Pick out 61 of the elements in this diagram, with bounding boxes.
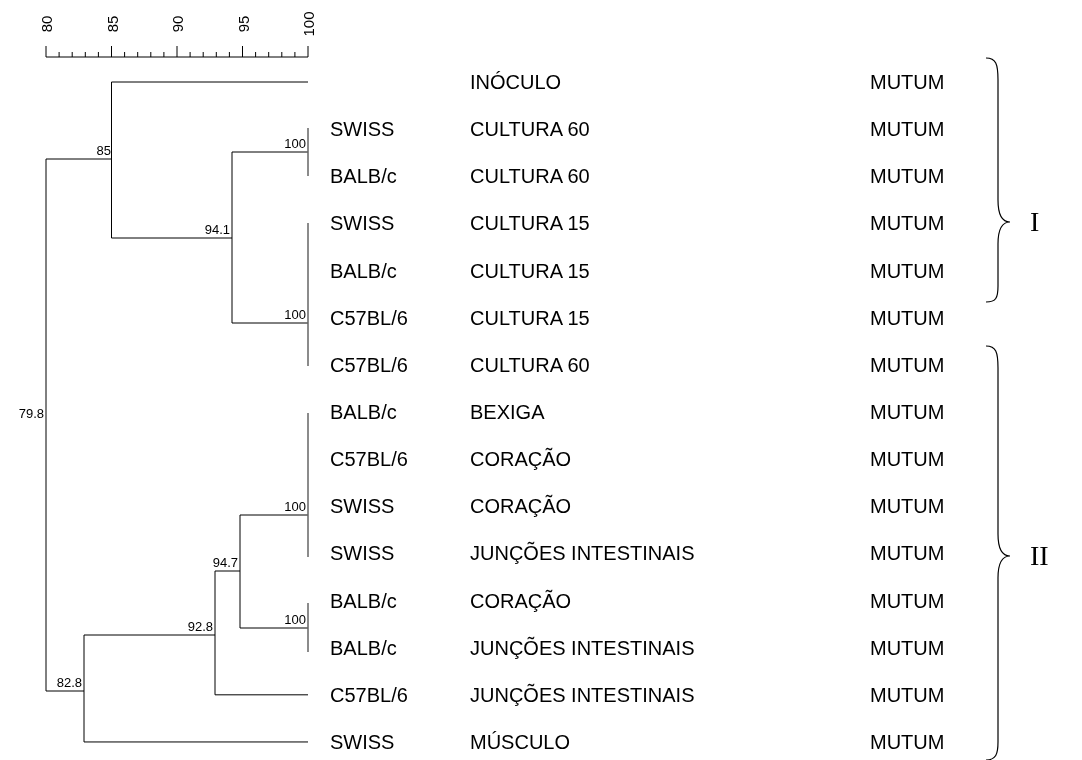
node-value: 100 [284,613,306,626]
sample-label: CULTURA 60 [470,119,590,140]
strain-label: BALB/c [330,590,397,611]
sample-label: BEXIGA [470,401,545,422]
node-value: 94.7 [212,556,238,569]
isolate-label: MUTUM [870,590,945,611]
sample-label: CORAÇÃO [470,590,572,611]
isolate-label: MUTUM [870,684,945,705]
isolate-label: MUTUM [870,307,945,328]
sample-label: CULTURA 60 [470,354,590,375]
cluster-label: II [1030,542,1049,570]
axis-tick-label: 100 [300,11,316,37]
node-value: 100 [284,137,306,150]
strain-label: SWISS [330,119,395,140]
sample-label: MÚSCULO [470,731,570,752]
sample-label: CULTURA 60 [470,166,590,187]
sample-label: JUNÇÕES INTESTINAIS [470,684,695,705]
sample-label: JUNÇÕES INTESTINAIS [470,637,695,658]
strain-label: C57BL/6 [330,684,408,705]
strain-label: BALB/c [330,166,397,187]
strain-label: C57BL/6 [330,307,408,328]
axis-tick-label: 95 [235,15,250,33]
isolate-label: MUTUM [870,119,945,140]
strain-label: C57BL/6 [330,449,408,470]
sample-label: CULTURA 15 [470,213,590,234]
node-value: 94.1 [204,223,230,236]
strain-label: SWISS [330,731,395,752]
node-value: 79.8 [18,407,44,420]
strain-label: SWISS [330,496,395,517]
isolate-label: MUTUM [870,543,945,564]
sample-label: CORAÇÃO [470,496,572,517]
node-value: 82.8 [56,676,82,689]
cluster-label: I [1030,208,1040,236]
sample-label: CULTURA 15 [470,260,590,281]
axis-tick-label: 80 [38,15,54,33]
isolate-label: MUTUM [870,496,945,517]
isolate-label: MUTUM [870,166,945,187]
node-value: 100 [284,500,306,513]
node-value: 100 [284,308,306,321]
isolate-label: MUTUM [870,213,945,234]
node-value: 85 [96,144,111,157]
sample-label: JUNÇÕES INTESTINAIS [470,543,695,564]
strain-label: BALB/c [330,637,397,658]
isolate-label: MUTUM [870,72,945,92]
sample-label: CORAÇÃO [470,449,572,470]
isolate-label: MUTUM [870,637,945,658]
strain-label: BALB/c [330,401,397,422]
sample-label: INÓCULO [470,72,562,92]
strain-label: C57BL/6 [330,354,408,375]
strain-label: SWISS [330,543,395,564]
isolate-label: MUTUM [870,354,945,375]
axis-tick-label: 85 [104,15,119,33]
axis-tick-label: 90 [169,15,185,33]
isolate-label: MUTUM [870,731,945,752]
strain-label: SWISS [330,213,395,234]
strain-label: BALB/c [330,260,397,281]
isolate-label: MUTUM [870,260,945,281]
isolate-label: MUTUM [870,449,945,470]
node-value: 92.8 [187,620,213,633]
sample-label: CULTURA 15 [470,307,590,328]
isolate-label: MUTUM [870,401,945,422]
